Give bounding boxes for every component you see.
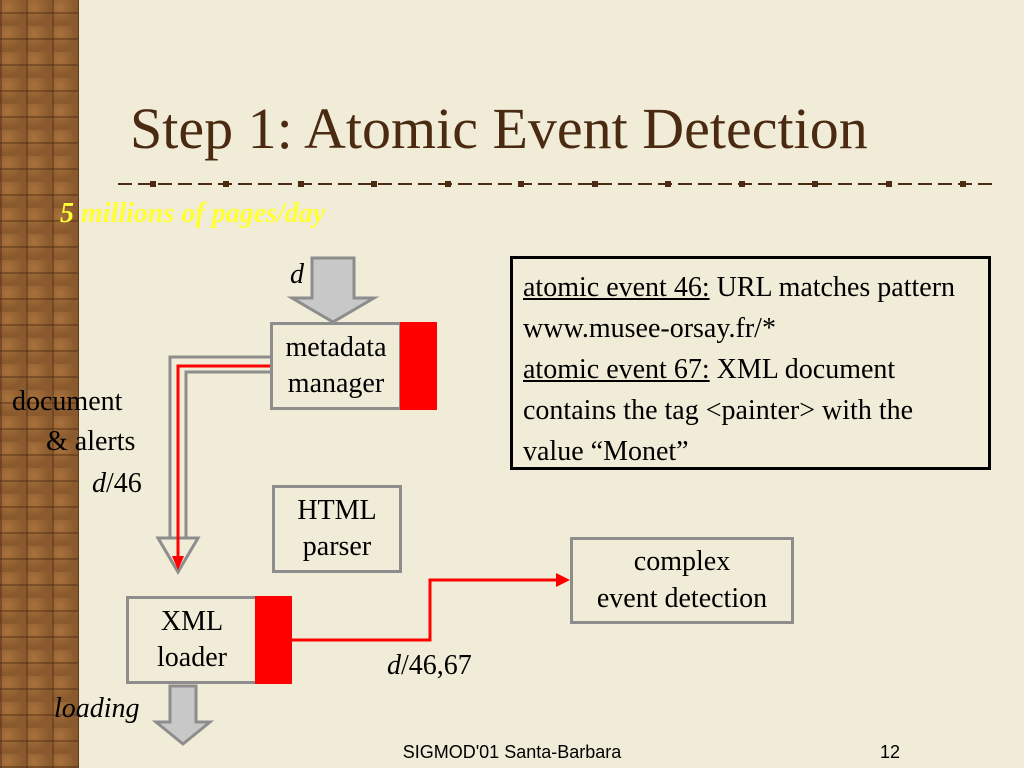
event-67-text: XML document contains the tag <painter> … bbox=[523, 354, 914, 467]
xml-loader-box: XML loader bbox=[126, 596, 258, 684]
alerts-label: & alerts bbox=[46, 426, 136, 457]
slide-title: Step 1: Atomic Event Detection bbox=[130, 96, 868, 161]
title-divider bbox=[118, 181, 994, 187]
complex-event-detection-box: complex event detection bbox=[570, 537, 794, 624]
input-arrow bbox=[286, 256, 380, 324]
loading-label: loading bbox=[54, 693, 140, 724]
footer-conference: SIGMOD'01 Santa-Barbara bbox=[402, 742, 622, 762]
output-route-red bbox=[292, 578, 558, 642]
red-route-arrowhead bbox=[172, 556, 184, 570]
metadata-manager-box: metadata manager bbox=[270, 322, 402, 410]
decorative-sidebar bbox=[0, 0, 79, 768]
input-label: d bbox=[290, 259, 304, 290]
document-route-grey bbox=[168, 355, 270, 542]
atomic-events-info-box: atomic event 46: URL matches pattern www… bbox=[510, 256, 991, 470]
slide-number: 12 bbox=[880, 742, 901, 762]
document-id-label: d/46 bbox=[92, 468, 142, 499]
document-label: document bbox=[12, 386, 123, 417]
metadata-manager-red-bar bbox=[400, 322, 437, 410]
xml-loader-red-bar bbox=[255, 596, 292, 684]
throughput-tagline: 5 millions of pages/day bbox=[60, 198, 326, 229]
event-46-text: URL matches pattern www.musee-orsay.fr/* bbox=[523, 272, 956, 344]
output-label: d/46,67 bbox=[387, 650, 472, 681]
output-arrowhead bbox=[556, 573, 570, 587]
document-route-red bbox=[176, 364, 270, 560]
event-67-label: atomic event 67: bbox=[523, 354, 710, 385]
event-46-label: atomic event 46: bbox=[523, 272, 710, 303]
loading-arrow bbox=[151, 684, 215, 746]
html-parser-box: HTML parser bbox=[272, 485, 402, 573]
